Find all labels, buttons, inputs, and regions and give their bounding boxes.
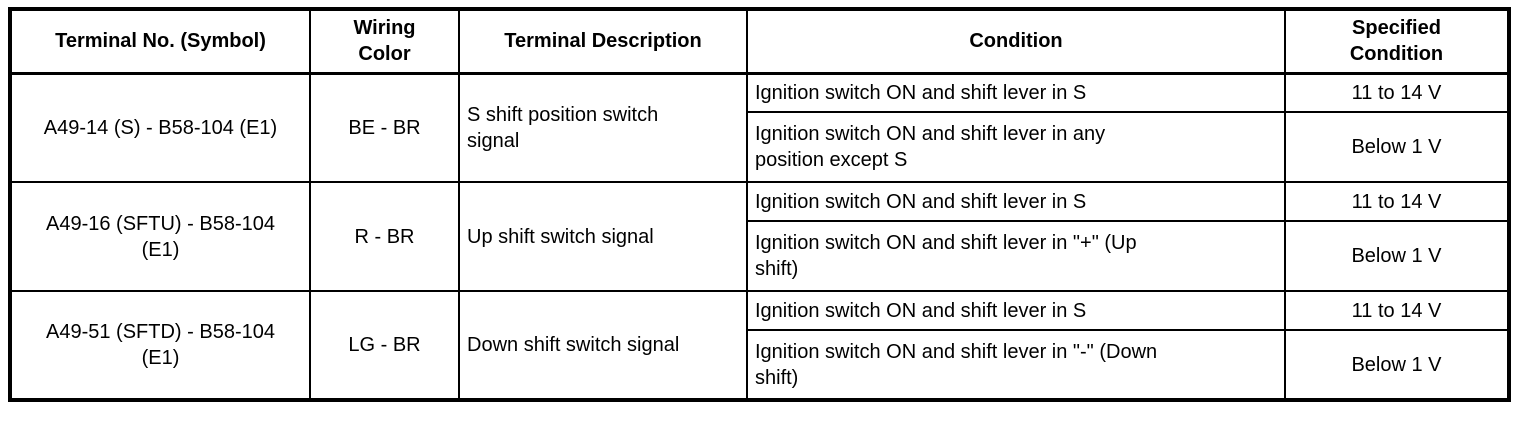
table-row: Ignition switch ON and shift lever in "-… xyxy=(10,329,1510,401)
table-row: Ignition switch ON and shift lever in an… xyxy=(10,111,1510,183)
condition-cell: Ignition switch ON and shift lever in "-… xyxy=(746,329,1286,401)
wiring-color-cell: R - BR xyxy=(309,181,460,292)
specified-condition-cell: 11 to 14 V xyxy=(1284,181,1510,222)
specified-condition-cell: 11 to 14 V xyxy=(1284,72,1510,113)
terminal-spec-table-wrapper: Terminal No. (Symbol) Wiring Color Termi… xyxy=(8,7,1511,402)
table-row: A49-16 (SFTU) - B58-104 (E1) R - BR Up s… xyxy=(9,181,1510,292)
header-terminal-description: Terminal Description xyxy=(458,8,748,75)
specified-condition-cell: Below 1 V xyxy=(1284,329,1510,401)
terminal-cell: A49-16 (SFTU) - B58-104 (E1) xyxy=(9,181,311,292)
specified-condition-cell: Below 1 V xyxy=(1284,111,1510,183)
table-row: A49-14 (S) - B58-104 (E1) BE - BR S shif… xyxy=(9,72,1510,183)
header-specified-condition: Specified Condition xyxy=(1284,8,1510,75)
condition-cell: Ignition switch ON and shift lever in "+… xyxy=(746,220,1286,292)
table-row: A49-51 (SFTD) - B58-104 (E1) LG - BR Dow… xyxy=(9,290,1510,401)
wiring-color-cell: LG - BR xyxy=(309,290,460,401)
header-wiring-color: Wiring Color xyxy=(309,8,460,75)
condition-cell: Ignition switch ON and shift lever in an… xyxy=(746,111,1286,183)
header-terminal-no: Terminal No. (Symbol) xyxy=(9,8,311,75)
description-cell: Down shift switch signal xyxy=(458,290,748,401)
condition-cell: Ignition switch ON and shift lever in S xyxy=(746,181,1286,222)
description-cell: S shift position switch signal xyxy=(458,72,748,183)
terminal-cell: A49-51 (SFTD) - B58-104 (E1) xyxy=(9,290,311,401)
terminal-cell: A49-14 (S) - B58-104 (E1) xyxy=(9,72,311,183)
header-row: Terminal No. (Symbol) Wiring Color Termi… xyxy=(9,8,1510,75)
wiring-color-cell: BE - BR xyxy=(309,72,460,183)
header-condition: Condition xyxy=(746,8,1286,75)
description-cell: Up shift switch signal xyxy=(458,181,748,292)
condition-cell: Ignition switch ON and shift lever in S xyxy=(746,290,1286,331)
specified-condition-cell: 11 to 14 V xyxy=(1284,290,1510,331)
table-row: Ignition switch ON and shift lever in "+… xyxy=(10,220,1510,292)
condition-cell: Ignition switch ON and shift lever in S xyxy=(746,72,1286,113)
terminal-spec-table: Terminal No. (Symbol) Wiring Color Termi… xyxy=(8,7,1511,402)
specified-condition-cell: Below 1 V xyxy=(1284,220,1510,292)
